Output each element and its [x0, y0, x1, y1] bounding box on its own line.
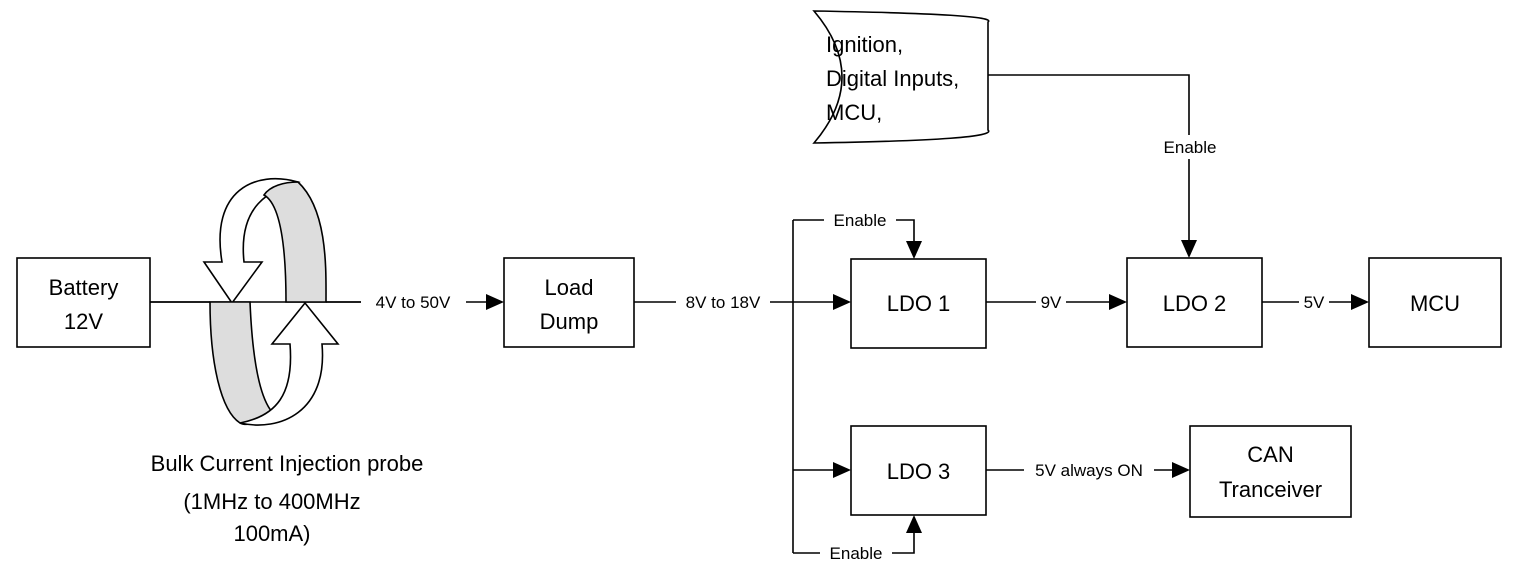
block-load-dump: Load Dump [503, 257, 635, 348]
arrowhead-can [1172, 462, 1190, 478]
ldo3-label: LDO 3 [887, 459, 951, 484]
bci-probe: Bulk Current Injection probe (1MHz to 40… [150, 178, 424, 546]
signal-ldo1-to-ldo2: 9V [1041, 293, 1062, 312]
block-battery: Battery 12V [16, 257, 151, 348]
signal-ldo2-to-mcu: 5V [1304, 293, 1325, 312]
block-ldo3: LDO 3 [850, 425, 987, 516]
signal-battery-out: 4V to 50V [376, 293, 451, 312]
probe-spec-line1: (1MHz to 400MHz [183, 489, 360, 514]
signal-ldo3-to-can: 5V always ON [1035, 461, 1143, 480]
block-ldo1: LDO 1 [850, 258, 987, 349]
ldo1-label: LDO 1 [887, 291, 951, 316]
wire-enable-source-to-ldo2 [988, 74, 1190, 240]
load-dump-label-line2: Dump [540, 309, 599, 334]
arrowhead-ldo2 [1109, 294, 1127, 310]
load-dump-label-line1: Load [545, 275, 594, 300]
probe-arrow-up-icon [239, 301, 340, 426]
battery-label-line2: 12V [64, 309, 103, 334]
arrowhead-enable-ldo2 [1181, 240, 1197, 258]
block-enable-source: Ignition, Digital Inputs, MCU, [812, 10, 990, 144]
block-can-transceiver: CAN Tranceiver [1189, 425, 1352, 518]
arrowheads [486, 240, 1369, 533]
enable-source-line1: Ignition, [826, 32, 903, 57]
enable-source-line2: Digital Inputs, [826, 66, 959, 91]
signal-enable-ldo1: Enable [834, 211, 887, 230]
signal-load-dump-out: 8V to 18V [686, 293, 761, 312]
arrowhead-load-dump [486, 294, 504, 310]
probe-band-right [262, 181, 327, 303]
probe-band-left [209, 301, 274, 426]
probe-spec-line2: 100mA) [233, 521, 310, 546]
mcu-label: MCU [1410, 291, 1460, 316]
probe-label: Bulk Current Injection probe [151, 451, 424, 476]
signal-enable-ldo3: Enable [830, 544, 883, 563]
arrowhead-enable-ldo1 [906, 241, 922, 259]
arrowhead-ldo1 [833, 294, 851, 310]
arrowhead-enable-ldo3 [906, 515, 922, 533]
enable-source-line3: MCU, [826, 100, 882, 125]
block-ldo2: LDO 2 [1126, 257, 1263, 348]
ldo2-label: LDO 2 [1163, 291, 1227, 316]
wire-labels: 4V to 50V 8V to 18V 9V 5V 5V always ON E… [361, 135, 1329, 565]
arrowhead-ldo3 [833, 462, 851, 478]
can-label-line2: Tranceiver [1219, 477, 1322, 502]
signal-enable-ldo2: Enable [1164, 138, 1217, 157]
block-mcu: MCU [1368, 257, 1502, 348]
battery-label-line1: Battery [49, 275, 119, 300]
can-label-line1: CAN [1247, 442, 1293, 467]
arrowhead-mcu [1351, 294, 1369, 310]
